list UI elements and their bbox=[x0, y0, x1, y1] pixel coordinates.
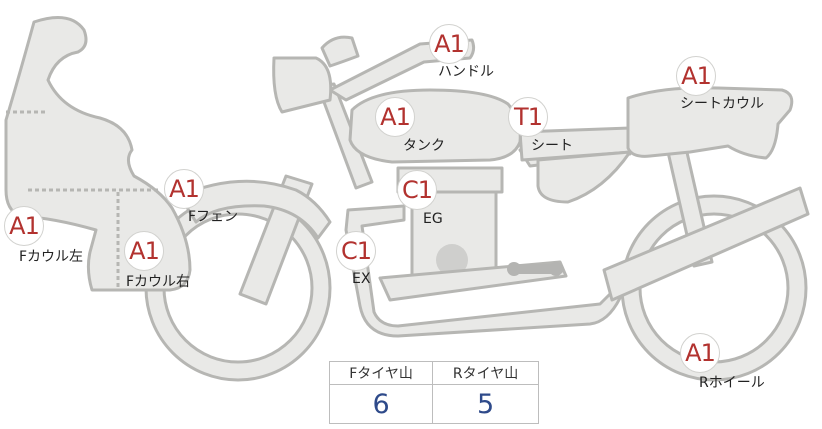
front-tire-tread-value: 6 bbox=[328, 384, 434, 424]
exhaust-label: EX bbox=[352, 271, 371, 287]
footpeg-end-left bbox=[507, 262, 521, 276]
seat-label: シート bbox=[531, 138, 573, 154]
seat-cowl-label: シートカウル bbox=[680, 96, 764, 112]
seat-cowl-grade-badge[interactable]: A1 bbox=[676, 56, 716, 96]
front-fender-grade-badge[interactable]: A1 bbox=[164, 169, 204, 209]
tire-tread-value-row: 6 5 bbox=[328, 384, 539, 424]
tire-tread-header-row: Fタイヤ山 Rタイヤ山 bbox=[328, 361, 539, 385]
engine-grade-badge[interactable]: C1 bbox=[397, 170, 437, 210]
side-panel bbox=[536, 150, 632, 204]
handle-label: ハンドル bbox=[438, 64, 494, 80]
engine-label: EG bbox=[423, 211, 443, 227]
tank-label: タンク bbox=[403, 138, 445, 154]
front-fender-shape bbox=[178, 179, 332, 240]
front-cowl-right-label: Fカウル右 bbox=[126, 274, 191, 290]
seat-grade-badge[interactable]: T1 bbox=[508, 97, 548, 137]
front-cowl-left-grade-badge[interactable]: A1 bbox=[4, 206, 44, 246]
front-fender-label: Fフェン bbox=[188, 209, 239, 225]
tire-tread-table: Fタイヤ山 Rタイヤ山 6 5 bbox=[328, 361, 539, 424]
headlight-bracket bbox=[272, 56, 333, 114]
rear-wheel-grade-badge[interactable]: A1 bbox=[680, 333, 720, 373]
exhaust-grade-badge[interactable]: C1 bbox=[336, 231, 376, 271]
engine-cover bbox=[436, 244, 468, 276]
front-cowl-left-label: Fカウル左 bbox=[19, 249, 84, 265]
rear-tire-tread-value: 5 bbox=[432, 384, 539, 424]
footpeg-end-right bbox=[549, 262, 563, 276]
front-cowl-right-grade-badge[interactable]: A1 bbox=[124, 231, 164, 271]
exhaust-pipe bbox=[344, 204, 622, 338]
muffler bbox=[602, 186, 810, 302]
rear-tire-tread-header: Rタイヤ山 bbox=[432, 361, 539, 385]
tank-grade-badge[interactable]: A1 bbox=[375, 97, 415, 137]
handle-grade-badge[interactable]: A1 bbox=[429, 24, 469, 64]
rear-wheel-shape bbox=[620, 194, 808, 382]
rear-wheel-label: Rホイール bbox=[699, 375, 765, 391]
front-tire-tread-header: Fタイヤ山 bbox=[328, 361, 434, 385]
handlebar-grip bbox=[320, 35, 360, 68]
